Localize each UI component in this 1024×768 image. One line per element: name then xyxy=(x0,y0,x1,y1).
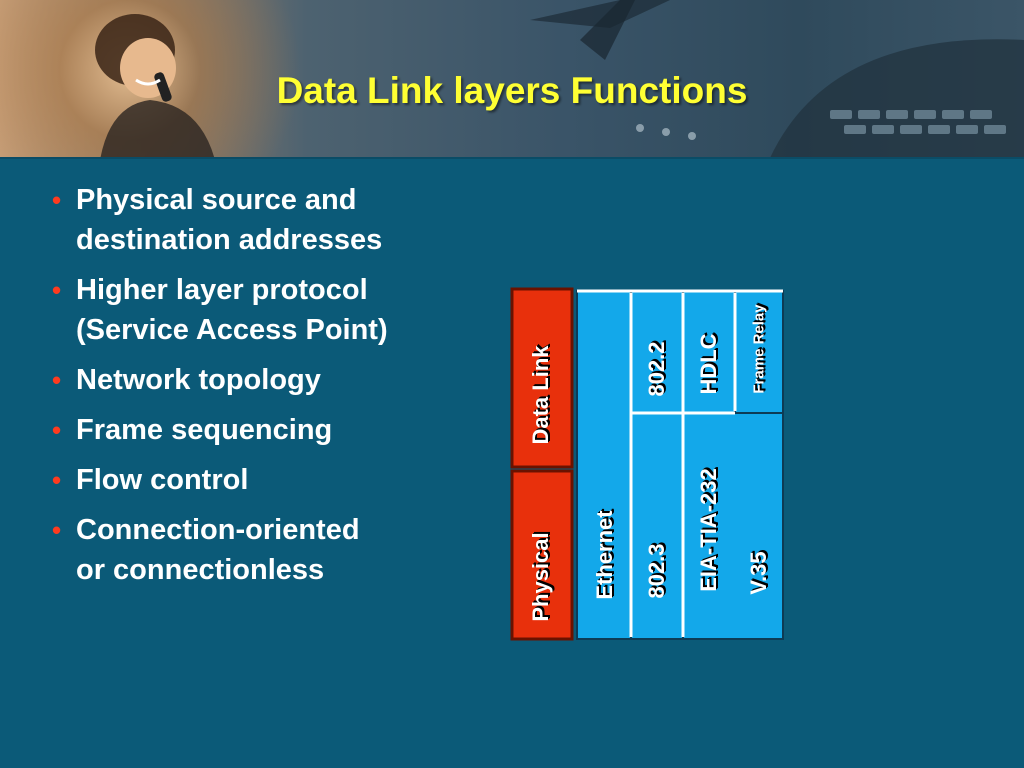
frame-relay-label: Frame Relay xyxy=(750,304,768,394)
laptop-airplane-image xyxy=(530,0,1024,158)
ieee-8023-cell xyxy=(630,412,684,640)
bullet-item: • Network topology xyxy=(52,360,472,400)
bullet-text: Higher layer protocol (Service Access Po… xyxy=(76,274,388,346)
bullet-item: • Frame sequencing xyxy=(52,410,472,450)
eia-tia-232-label: EIA-TIA-232 xyxy=(696,468,721,592)
bullet-dot: • xyxy=(52,185,62,215)
woman-on-phone-image xyxy=(95,14,215,158)
ieee-8022-label: 802.2 xyxy=(644,341,669,397)
ieee-8023-label: 802.3 xyxy=(644,543,669,599)
bullet-list: • Physical source and destination address… xyxy=(52,180,472,600)
bullet-item: • Higher layer protocol (Service Access P… xyxy=(52,270,472,350)
bullet-item: • Connection-oriented or connectionless xyxy=(52,510,472,590)
bullet-text: Frame sequencing xyxy=(76,414,333,446)
header-banner: Data Link layers Functions xyxy=(0,0,1024,158)
v35-label: V.35 xyxy=(746,551,771,595)
physical-layer-block xyxy=(510,469,574,641)
data-link-label: Data Link xyxy=(528,345,553,445)
bullet-text: Connection-oriented or connectionless xyxy=(76,514,360,586)
protocol-layer-diagram: Data Link Physical Ethernet 802.2 HDLC F… xyxy=(510,287,790,643)
bullet-dot: • xyxy=(52,365,62,395)
bullet-dot: • xyxy=(52,465,62,495)
bullet-dot: • xyxy=(52,515,62,545)
bullet-item: • Flow control xyxy=(52,460,472,500)
bullet-text: Network topology xyxy=(76,364,321,396)
bullet-text: Physical source and destination addresse… xyxy=(76,184,383,256)
bullet-text: Flow control xyxy=(76,464,249,496)
slide-title: Data Link layers Functions xyxy=(276,70,748,111)
physical-label: Physical xyxy=(528,532,553,622)
bullet-dot: • xyxy=(52,415,62,445)
bullet-dot: • xyxy=(52,275,62,305)
physical-standards-cell xyxy=(682,412,784,640)
bullet-item: • Physical source and destination address… xyxy=(52,180,472,260)
header-divider xyxy=(0,157,1024,159)
ethernet-label: Ethernet xyxy=(592,510,617,600)
data-link-layer-block xyxy=(510,287,574,469)
hdlc-label: HDLC xyxy=(696,333,721,395)
